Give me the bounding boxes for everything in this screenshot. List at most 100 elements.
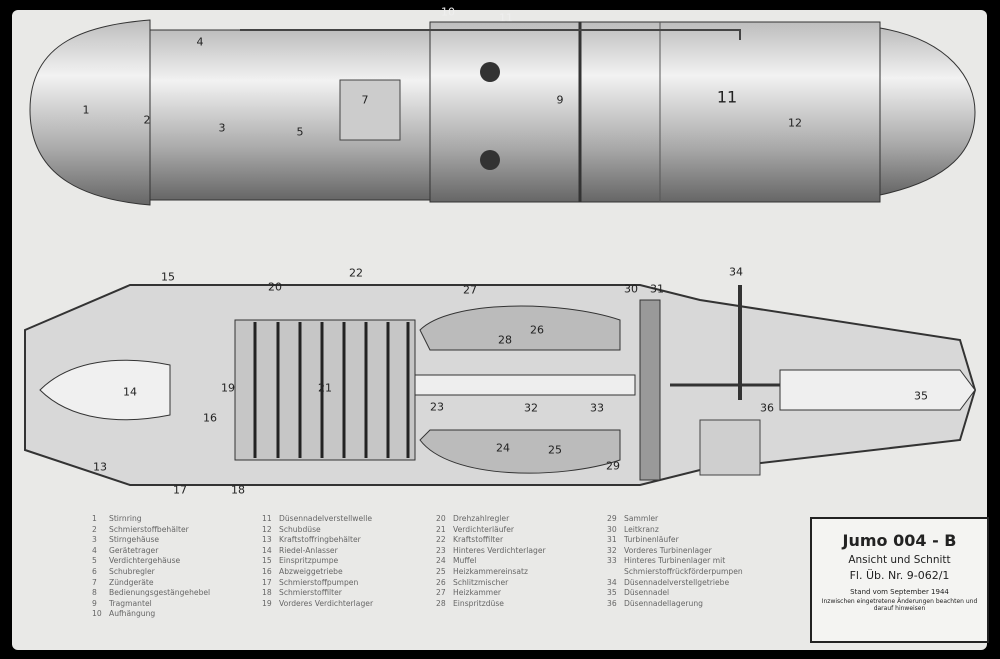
- legend-number: 11: [262, 514, 272, 523]
- legend-number: 17: [262, 577, 272, 587]
- legend-number: 26: [436, 577, 446, 587]
- legend-number: 21: [436, 524, 446, 534]
- callout: 22: [349, 266, 363, 280]
- callout: 5: [296, 125, 304, 139]
- legend-number: 27: [436, 588, 446, 598]
- legend-label: Vorderes Verdichterlager: [279, 598, 374, 608]
- legend-number: 24: [436, 556, 446, 566]
- date-note: Stand vom September 1944: [850, 588, 949, 596]
- legend-item: 3 Stirngehäuse: [92, 535, 210, 546]
- callout: 9: [556, 93, 564, 107]
- legend-label: Sammler: [624, 514, 659, 523]
- legend-item: 29 Sammler: [607, 514, 743, 525]
- legend-item: 11 Düsennadelverstellwelle: [262, 514, 373, 525]
- legend-label: Düsennadelverstellwelle: [279, 514, 373, 523]
- callout: 10: [441, 5, 455, 19]
- callout: 35: [914, 389, 928, 403]
- legend-label: Schmierstoffrückförderpumpen: [624, 566, 743, 576]
- legend-item: 8 Bedienungsgestängehebel: [92, 588, 210, 599]
- legend-number: 4: [92, 545, 97, 555]
- painted-marking: 11: [716, 87, 738, 107]
- legend-item: 24 Muffel: [436, 556, 546, 567]
- legend-label: Riedel-Anlasser: [279, 545, 338, 555]
- legend-number: 13: [262, 535, 272, 545]
- legend-number: 9: [92, 598, 97, 608]
- legend-number: 15: [262, 556, 272, 566]
- legend-label: Schmierstoffbehälter: [109, 524, 189, 534]
- legend-label: Düsennadelverstellgetriebe: [624, 577, 730, 587]
- legend-label: Düsennadel: [624, 588, 670, 598]
- legend-number: 33: [607, 556, 617, 566]
- callout: 36: [760, 401, 774, 415]
- callout: 30: [624, 282, 638, 296]
- legend-number: 20: [436, 514, 446, 523]
- callout: 19: [221, 381, 235, 395]
- legend-number: 29: [607, 514, 617, 523]
- callout: 29: [606, 459, 620, 473]
- legend-item: Schmierstoffrückförderpumpen: [607, 567, 743, 578]
- legend-number: 3: [92, 535, 97, 545]
- callout: 28: [498, 333, 512, 347]
- legend-label: Leitkranz: [624, 524, 659, 534]
- legend-number: 28: [436, 598, 446, 608]
- callout: 17: [173, 483, 187, 497]
- legend-label: Schubdüse: [279, 524, 321, 534]
- callout: 16: [203, 411, 217, 425]
- legend-item: 21 Verdichterläufer: [436, 525, 546, 536]
- legend-number: 36: [607, 598, 617, 608]
- callout: 24: [496, 441, 510, 455]
- callout: 13: [93, 460, 107, 474]
- legend-label: Schmierstoffilter: [279, 588, 342, 598]
- legend-number: 14: [262, 545, 272, 555]
- section-view: [24, 284, 977, 486]
- legend-number: 16: [262, 566, 272, 576]
- callout: 15: [161, 270, 175, 284]
- legend-label: Turbinenläufer: [624, 535, 679, 545]
- legend-item: 17 Schmierstoffpumpen: [262, 578, 373, 589]
- legend-label: Schlitzmischer: [453, 577, 509, 587]
- legend-item: 14 Riedel-Anlasser: [262, 546, 373, 557]
- legend-label: Stirngehäuse: [109, 535, 160, 545]
- legend-number: 35: [607, 588, 617, 598]
- legend-label: Schmierstoffpumpen: [279, 577, 359, 587]
- callout: 31: [650, 282, 664, 296]
- legend-number: 8: [92, 588, 97, 598]
- callout: 23: [430, 400, 444, 414]
- subtitle: Ansicht und Schnitt: [848, 554, 951, 566]
- legend-item: 26 Schlitzmischer: [436, 578, 546, 589]
- legend-label: Heizkammereinsatz: [453, 566, 528, 576]
- legend-label: Bedienungsgestängehebel: [109, 588, 211, 598]
- legend-label: Muffel: [453, 556, 477, 566]
- callout: 25: [548, 443, 562, 457]
- callout: 4: [196, 35, 204, 49]
- legend-label: Verdichterläufer: [453, 524, 514, 534]
- legend-label: Stirnring: [109, 514, 142, 523]
- legend-label: Hinteres Verdichterlager: [453, 545, 546, 555]
- callout: 21: [318, 381, 332, 395]
- legend-number: 7: [92, 577, 97, 587]
- legend-number: 34: [607, 577, 617, 587]
- callout: 18: [231, 483, 245, 497]
